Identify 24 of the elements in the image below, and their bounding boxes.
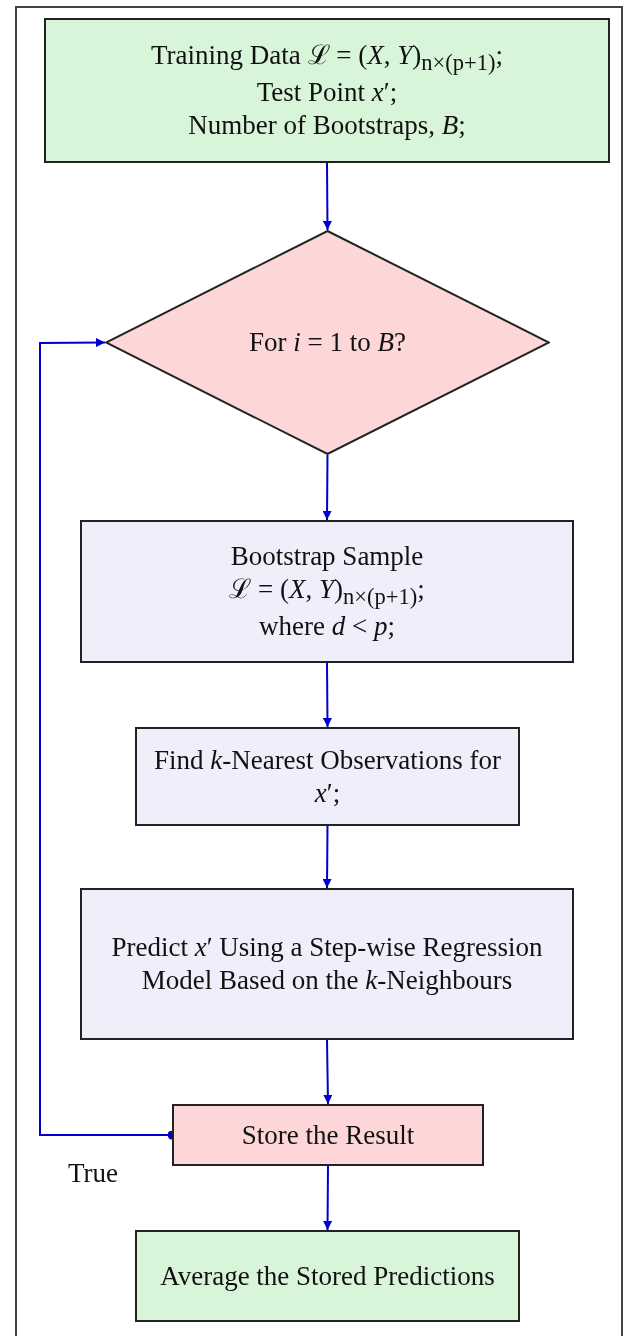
terminal-box bbox=[44, 18, 610, 163]
node-text: Average the Stored Predictions bbox=[160, 1259, 495, 1293]
node-text: where d < p; bbox=[259, 610, 395, 644]
node-text: Training Data ℒ = (X, Y)$_{n×(p+1)}$; bbox=[151, 38, 503, 77]
node-text: Find k-Nearest Observations for x′; bbox=[152, 743, 503, 810]
decision-diamond bbox=[105, 230, 550, 455]
node-text: Predict x′ Using a Step-wise Regression Model Based on the k-Neighbours bbox=[110, 931, 544, 997]
arrow bbox=[322, 162, 332, 231]
arrow bbox=[323, 1165, 333, 1231]
process-box bbox=[172, 1104, 484, 1166]
arrow bbox=[323, 1039, 333, 1105]
node-text: Test Point x′; bbox=[256, 76, 398, 110]
node-text: ℒ = (X, Y)$_{n×(p+1)}$; bbox=[229, 572, 425, 611]
node-text: Bootstrap Sample bbox=[230, 539, 424, 573]
terminal-box bbox=[135, 1230, 520, 1322]
node-text: Store the Result bbox=[241, 1118, 415, 1152]
arrow bbox=[322, 454, 332, 521]
node-text: Number of Bootstraps, B; bbox=[188, 109, 466, 143]
process-box bbox=[80, 520, 574, 663]
arrow bbox=[322, 825, 332, 889]
node-text: For i = 1 to B? bbox=[249, 326, 406, 359]
arrow bbox=[322, 662, 332, 728]
process-box bbox=[135, 727, 520, 826]
process-box bbox=[80, 888, 574, 1040]
